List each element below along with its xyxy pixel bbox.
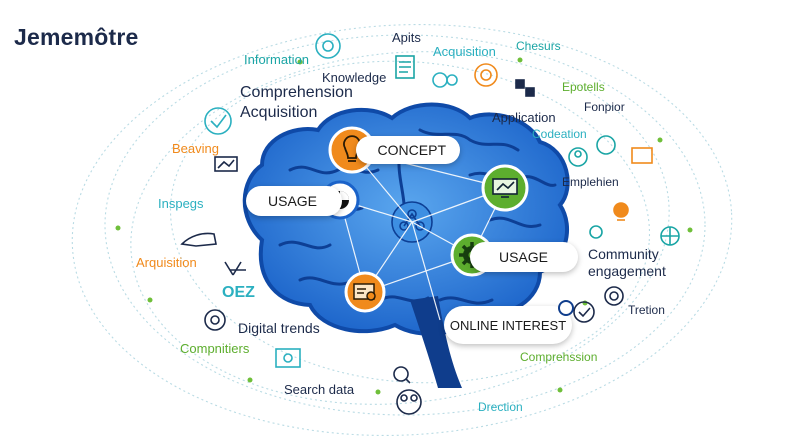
label-comprehssion: Comprehssion (520, 350, 598, 364)
label-search-data: Search data (284, 382, 355, 397)
target-icon (474, 63, 498, 87)
document-icon (395, 55, 415, 79)
label-compnitiers: Compnitiers (180, 341, 250, 356)
label-chesurs: Chesurs (516, 39, 561, 53)
label-application: Application (492, 110, 556, 125)
hand-icon (180, 232, 217, 247)
label-codeation: Codeation (532, 127, 587, 141)
gears-icon (432, 72, 458, 88)
cog-icon (596, 135, 616, 155)
label-acquisition-top: Acquisition (433, 44, 496, 59)
network-dots (115, 57, 693, 395)
usage-right-label: USAGE (498, 249, 548, 265)
settings-window-icon (353, 283, 376, 301)
usage-right-pill: USAGE (470, 242, 578, 272)
label-digital-trends: Digital trends (238, 320, 320, 336)
outer-icons (180, 33, 680, 415)
monitor-node (481, 164, 529, 212)
checkmark-icon (573, 301, 595, 323)
gear-icon (315, 33, 341, 59)
network-swirl (71, 24, 733, 436)
puzzle-icon (515, 79, 535, 97)
label-fonpior: Fonpior (584, 100, 625, 114)
team-icon (396, 389, 422, 415)
online-interest-pill: ONLINE INTEREST (444, 306, 572, 344)
bulb-icon (613, 202, 629, 221)
label-oez: OEZ (222, 284, 255, 301)
label-inspegs: Inspegs (158, 196, 204, 211)
label-apits: Apits (392, 30, 421, 45)
fingerprint-icon (604, 286, 624, 306)
usage-left-label: USAGE (268, 193, 318, 209)
ribbon-icon (224, 261, 246, 276)
concept-pill: CONCEPT (356, 136, 460, 164)
label-acquisition-main: Acquisition (240, 104, 318, 121)
monitor-icon (492, 178, 518, 198)
label-arquisition: Arquisition (136, 255, 197, 270)
label-epotells: Epotells (562, 80, 605, 94)
label-information: Information (244, 52, 310, 67)
page-title: Jememôtre (14, 24, 139, 50)
check-circle-icon (204, 107, 232, 135)
search-icon (393, 366, 411, 384)
brain (242, 102, 570, 388)
usage-left-pill: USAGE (246, 186, 342, 216)
monitor-chart-icon (631, 147, 653, 164)
chart-icon (214, 156, 238, 172)
people-icon (568, 147, 588, 167)
network-icon (660, 226, 680, 246)
label-comprehension: Comprehension (240, 84, 353, 101)
settings-window-node (344, 271, 386, 313)
web-icon (275, 348, 301, 368)
label-knowledge: Knowledge (322, 70, 387, 85)
concept-label: CONCEPT (377, 142, 446, 158)
online-interest-label: ONLINE INTEREST (449, 317, 567, 333)
label-beaving: Beaving (172, 141, 219, 156)
label-engagement: engagement (588, 263, 666, 279)
online-interest-stem (560, 302, 572, 314)
target-person-icon (204, 309, 226, 331)
label-community: Community (588, 246, 659, 262)
label-tretion: Tretion (628, 303, 665, 317)
label-emplehien: Emplehien (562, 175, 619, 189)
cycle-icon (589, 225, 603, 239)
label-drection: Drection (478, 400, 523, 414)
